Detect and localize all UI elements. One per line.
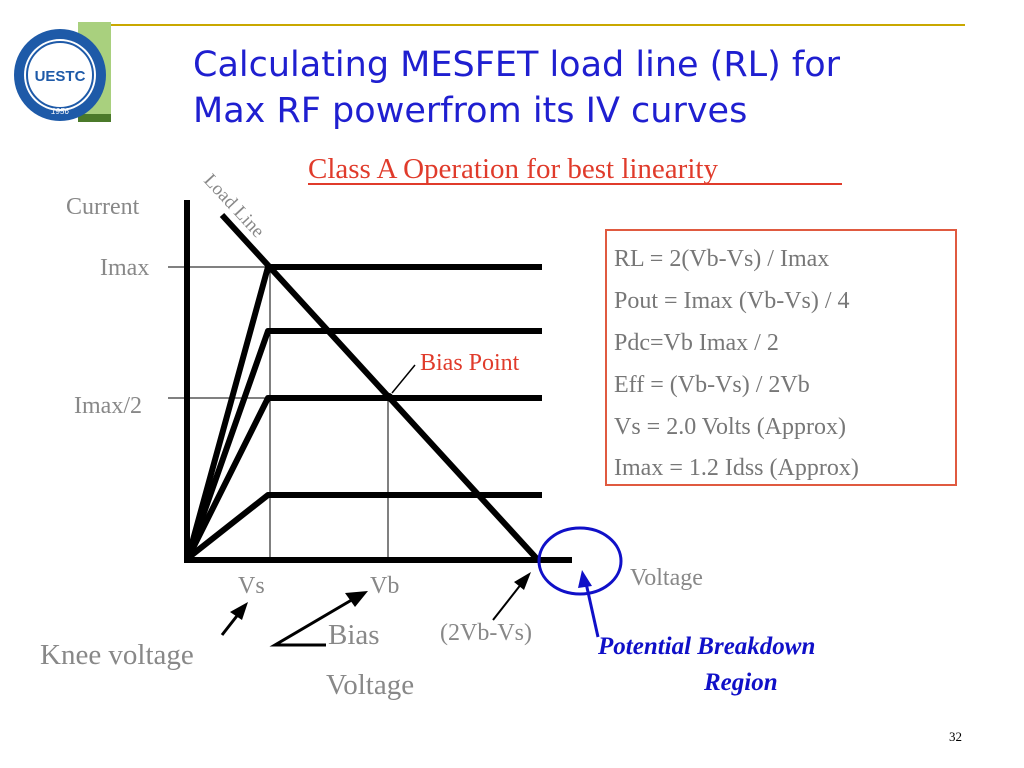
imax-label: Imax (100, 255, 149, 281)
formula-box (605, 229, 957, 486)
formula-line: Vs = 2.0 Volts (Approx) (614, 414, 846, 440)
slide-title-line1: Calculating MESFET load line (RL) for (193, 45, 841, 85)
bias-voltage-arrow (269, 591, 368, 647)
logo-inner-circle (26, 41, 94, 109)
logo-inner-ring (24, 39, 96, 111)
bias-point-pointer (391, 364, 416, 394)
bias-point-marker (385, 393, 393, 401)
breakdown-region-ellipse (537, 526, 623, 596)
bias-point-label: Bias Point (420, 350, 520, 376)
formula-line: Eff = (Vb-Vs) / 2Vb (614, 372, 810, 398)
formula-line: Imax = 1.2 Idss (Approx) (614, 455, 859, 481)
iv-curve-4 (186, 492, 542, 561)
formula-line: Pdc=Vb Imax / 2 (614, 330, 779, 356)
page-number: 32 (949, 729, 962, 744)
two-vb-minus-vs-label: (2Vb-Vs) (440, 620, 532, 646)
breakdown-region-label-line2: Region (703, 669, 778, 696)
formula-list: RL = 2(Vb-Vs) / Imax Pout = Imax (Vb-Vs)… (614, 246, 859, 481)
logo-year: 1956 (51, 107, 69, 116)
bias-voltage-label: Voltage (326, 669, 414, 701)
logo-text: UESTC (35, 68, 86, 85)
x-axis-label: Voltage (630, 565, 703, 591)
bias-label: Bias (328, 619, 380, 651)
vb-label: Vb (370, 573, 399, 599)
knee-voltage-label: Knee voltage (40, 639, 194, 671)
breakdown-region-label-line1: Potential Breakdown (597, 633, 815, 660)
diagram-heading: Class A Operation for best linearity (308, 153, 718, 185)
slide-title-line2: Max RF powerfrom its IV curves (193, 91, 747, 131)
vs-label: Vs (238, 573, 265, 599)
formula-line: Pout = Imax (Vb-Vs) / 4 (614, 288, 850, 314)
iv-curve-3 (185, 395, 542, 560)
iv-curve-2 (185, 328, 542, 559)
formula-line: RL = 2(Vb-Vs) / Imax (614, 246, 829, 272)
university-logo: UESTC 1956 (14, 22, 111, 122)
two-vb-vs-arrow (492, 572, 531, 621)
y-axis-label: Current (66, 194, 140, 220)
knee-voltage-arrow (220, 602, 248, 636)
load-line (219, 212, 541, 563)
imax-half-label: Imax/2 (74, 393, 142, 419)
breakdown-region-arrow (578, 570, 600, 638)
